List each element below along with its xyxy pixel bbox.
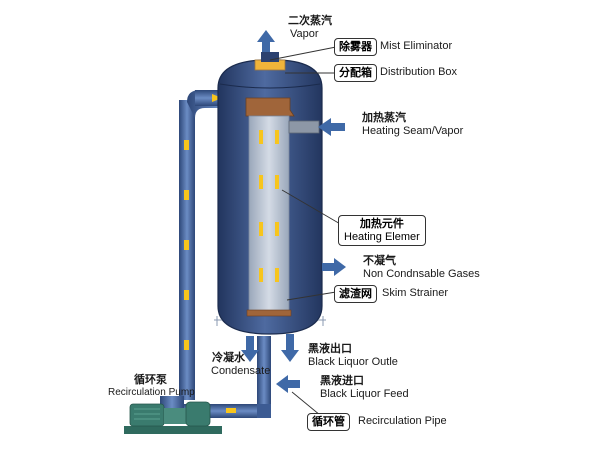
flow-arrows <box>241 30 346 393</box>
black-liquor-outlet-label-cn: 黑液出口 <box>308 342 352 355</box>
recirculation-pump-label-cn: 循环泵 <box>134 373 167 386</box>
heating-steam-label-cn: 加热蒸汽 <box>362 111 406 124</box>
vapor-label-en: Vapor <box>290 28 319 40</box>
black-liquor-outlet-label-en: Black Liquor Outle <box>308 356 398 368</box>
distribution-box-label-cn: 分配箱 <box>334 64 377 83</box>
arrow-heating-in <box>318 118 345 136</box>
support-legs <box>214 316 326 326</box>
heating-element-label-cn: 加热元件 <box>359 217 404 230</box>
arrow-vapor-up <box>257 30 275 52</box>
arrow-noncondensable-out <box>322 258 346 276</box>
heating-steam-nozzle <box>288 120 320 134</box>
recirculation-pipe-label-cn: 循环管 <box>307 413 350 432</box>
skim-strainer <box>246 309 292 317</box>
black-liquor-feed-label-cn: 黑液进口 <box>320 374 364 387</box>
arrow-feed-in <box>276 375 300 393</box>
noncondensable-label-cn: 不凝气 <box>363 254 396 267</box>
skim-strainer-label-cn: 滤渣网 <box>334 285 377 304</box>
flow-marks-pipe <box>184 94 236 413</box>
mist-eliminator-label-en: Mist Eliminator <box>380 40 453 52</box>
skim-strainer-label-en: Skim Strainer <box>382 287 449 299</box>
mist-eliminator-label-cn: 除雾器 <box>334 38 377 57</box>
noncondensable-label-en: Non Condnsable Gases <box>363 268 480 280</box>
heating-element-label: 加热元件 Heating Elemer <box>338 215 426 247</box>
recirculation-pump <box>124 401 222 434</box>
recirculation-pump-label-en: Recirculation Pump <box>108 387 195 398</box>
heating-steam-label-en: Heating Seam/Vapor <box>362 125 464 137</box>
distribution-box-label-en: Distribution Box <box>380 66 458 78</box>
condensate-label-en: Condensate <box>211 365 271 377</box>
arrow-condensate-down <box>241 336 259 362</box>
vapor-outlet-nozzle <box>261 52 279 62</box>
heating-element <box>248 115 290 313</box>
flow-marks-element <box>259 130 279 282</box>
distribution-box <box>245 97 295 117</box>
heating-element-label-en: Heating Elemer <box>344 230 420 243</box>
recirculation-pipe-label-en: Recirculation Pipe <box>358 415 447 427</box>
arrow-outlet-down <box>281 334 299 362</box>
vapor-label-cn: 二次蒸汽 <box>288 14 332 27</box>
condensate-label-cn: 冷凝水 <box>212 351 245 364</box>
black-liquor-feed-label-en: Black Liquor Feed <box>320 388 409 400</box>
